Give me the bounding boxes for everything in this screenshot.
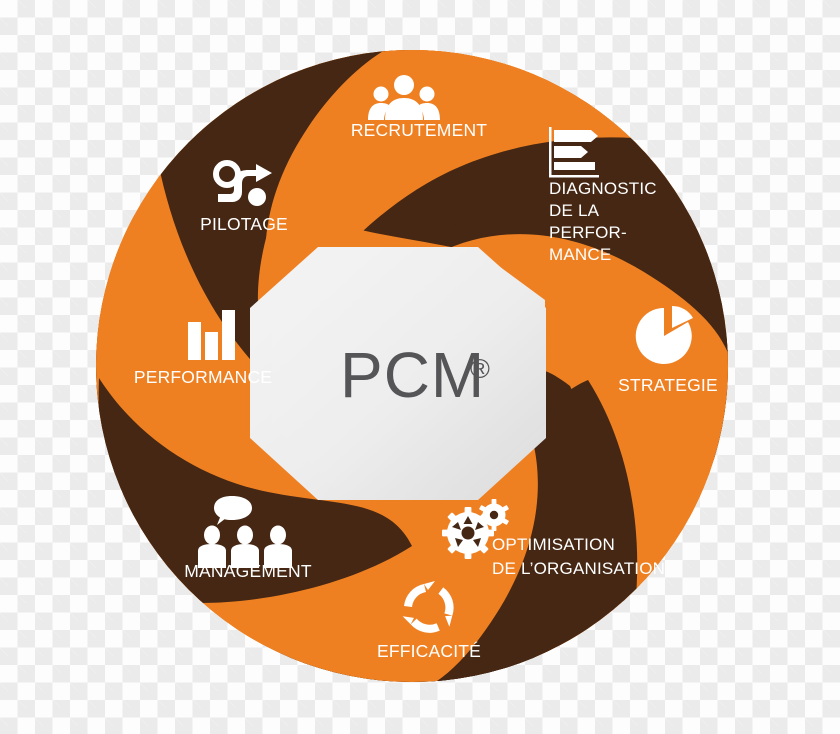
segment-recrutement[interactable]: RECRUTEMENT bbox=[351, 75, 487, 140]
vertical-bar-chart-icon bbox=[188, 310, 235, 360]
label-management: MANAGEMENT bbox=[184, 561, 312, 581]
label-diagnostic-line-1: DIAGNOSTIC bbox=[549, 179, 657, 198]
center-title: PCM bbox=[340, 339, 485, 411]
segment-management[interactable]: MANAGEMENT bbox=[184, 496, 312, 581]
label-recrutement: RECRUTEMENT bbox=[351, 120, 487, 140]
recycle-arrows-icon bbox=[402, 581, 454, 633]
label-strategie: STRATEGIE bbox=[618, 375, 718, 395]
segment-optimisation-organisation[interactable]: OPTIMISATION DE L’ORGANISATION bbox=[442, 499, 665, 578]
label-performance: PERFORMANCE bbox=[134, 367, 272, 387]
overlay-pilotage bbox=[158, 50, 392, 392]
overlay-management bbox=[98, 378, 413, 603]
group-people-icon bbox=[368, 75, 440, 120]
label-diagnostic-line-3: PERFOR- bbox=[549, 223, 627, 242]
segment-pilotage[interactable]: PILOTAGE bbox=[200, 160, 288, 234]
segment-efficacite[interactable]: EFFICACITÉ bbox=[377, 581, 481, 661]
overlay-efficacite bbox=[174, 400, 538, 682]
gears-icon bbox=[442, 499, 509, 559]
label-pilotage: PILOTAGE bbox=[200, 214, 288, 234]
overlay-diagnostic bbox=[416, 137, 728, 358]
people-speech-bubble-icon bbox=[198, 496, 292, 568]
center-aperture-opening-2 bbox=[272, 247, 545, 490]
center-registered-mark: ® bbox=[470, 354, 490, 384]
overlay-performance bbox=[99, 162, 420, 515]
path-arrow-icon bbox=[213, 160, 272, 206]
aperture-clean-render bbox=[96, 50, 728, 682]
center-logo: PCM ® bbox=[340, 339, 490, 411]
horizontal-bar-chart-icon bbox=[549, 127, 599, 178]
overlay-recrutement bbox=[265, 50, 634, 346]
label-diagnostic-line-4: MANCE bbox=[549, 245, 611, 264]
segment-strategie[interactable]: STRATEGIE bbox=[618, 305, 718, 395]
label-optimisation-line-2: DE L’ORGANISATION bbox=[492, 559, 665, 578]
label-diagnostic-line-2: DE LA bbox=[549, 201, 600, 220]
label-efficacite: EFFICACITÉ bbox=[377, 641, 481, 661]
segment-performance[interactable]: PERFORMANCE bbox=[134, 310, 272, 387]
segment-diagnostic-performance[interactable]: DIAGNOSTIC DE LA PERFOR- MANCE bbox=[549, 127, 657, 264]
pie-chart-icon bbox=[635, 305, 693, 364]
label-optimisation-line-1: OPTIMISATION bbox=[492, 535, 615, 554]
